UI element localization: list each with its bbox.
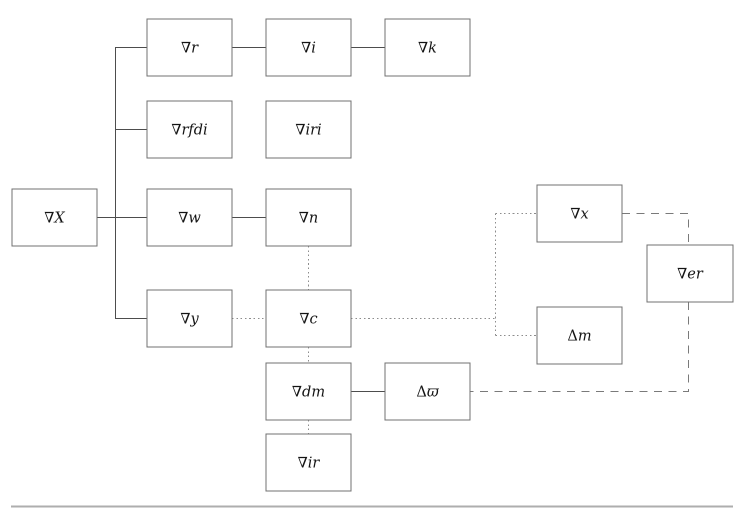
node-nabla-i-label: ∇i [301,41,316,57]
node-nabla-c: ∇c [265,289,352,348]
node-nabla-y: ∇y [146,289,233,348]
node-nabla-rfdi-label: ∇rfdi [171,123,207,139]
node-nabla-y-box [146,289,233,348]
node-nabla-iri: ∇iri [265,100,352,159]
node-nabla-i: ∇i [265,18,352,77]
node-nabla-k-box [384,18,471,77]
node-delta-varpi-box [384,362,471,421]
node-delta-m-label: Δm [567,329,591,345]
node-delta-varpi: Δϖ [384,362,471,421]
node-nabla-w-box [146,188,233,247]
node-nabla-er-box [646,244,734,303]
node-nabla-er: ∇er [646,244,734,303]
node-nabla-dm: ∇dm [265,362,352,421]
node-nabla-k-label: ∇k [418,41,437,57]
node-nabla-dm-box [265,362,352,421]
node-nabla-n-box [265,188,352,247]
node-nabla-iri-label: ∇iri [295,123,321,139]
node-nabla-w: ∇w [146,188,233,247]
node-nabla-ir: ∇ir [265,433,352,492]
node-nabla-dm-label: ∇dm [292,385,325,401]
node-nabla-c-box [265,289,352,348]
node-nabla-rfdi: ∇rfdi [146,100,233,159]
node-nabla-i-box [265,18,352,77]
node-nabla-k: ∇k [384,18,471,77]
node-nabla-c-label: ∇c [299,312,317,328]
node-nabla-X-box [11,188,98,247]
node-nabla-r-box [146,18,233,77]
node-nabla-rfdi-box [146,100,233,159]
node-nabla-X-label: ∇X [44,211,65,227]
node-nabla-y-label: ∇y [180,312,199,328]
node-nabla-r: ∇r [146,18,233,77]
node-delta-m-box [536,306,623,365]
node-delta-m: Δm [536,306,623,365]
node-nabla-x-box [536,184,623,243]
node-nabla-er-label: ∇er [677,267,704,283]
node-nabla-iri-box [265,100,352,159]
node-nabla-n-label: ∇n [299,211,318,227]
node-nabla-x-label: ∇x [570,207,588,223]
node-nabla-x: ∇x [536,184,623,243]
node-nabla-X: ∇X [11,188,98,247]
node-nabla-ir-box [265,433,352,492]
node-nabla-n: ∇n [265,188,352,247]
node-nabla-w-label: ∇w [178,211,201,227]
edge-nabla-x--nabla-er-dashed-connector [622,212,690,245]
node-delta-varpi-label: Δϖ [416,385,439,401]
edge-nabla-er--delta-varpi-dashed-connector [470,302,690,393]
node-nabla-ir-label: ∇ir [298,456,321,472]
node-nabla-r-label: ∇r [181,41,199,57]
